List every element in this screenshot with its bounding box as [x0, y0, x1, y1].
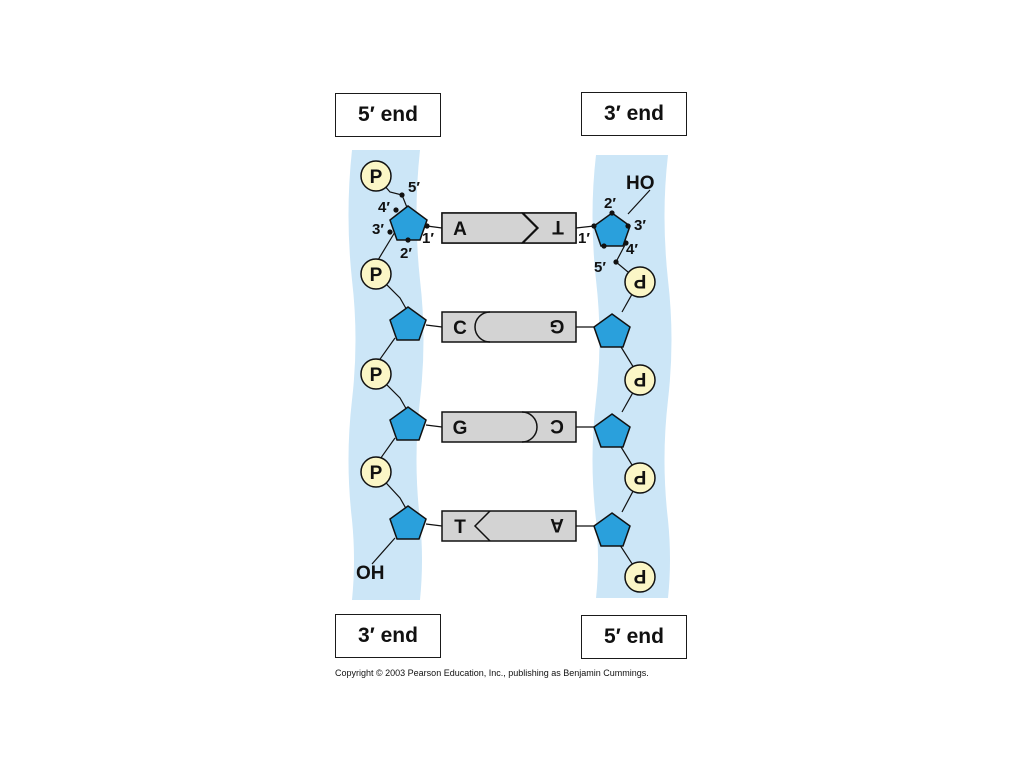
carbon-label-4: 4′	[378, 199, 390, 216]
base-letter-right: T	[552, 216, 564, 237]
carbon-label-3: 3′	[634, 217, 646, 234]
base-letter-left: T	[454, 517, 466, 538]
bottom-right-end-label: 5′ end	[581, 615, 687, 659]
phosphate-label: P	[633, 565, 646, 586]
base-letter-left: A	[453, 219, 467, 240]
base-letter-right: A	[550, 514, 564, 535]
bottom-left-end-label: 3′ end	[335, 614, 441, 658]
phosphate-label: P	[370, 265, 383, 286]
carbon-label-1: 1′	[422, 230, 434, 247]
base-letter-left: G	[453, 418, 468, 439]
base-pair-2: C G	[442, 312, 576, 342]
carbon-label-4: 4′	[626, 241, 638, 258]
carbon-label-3: 3′	[372, 221, 384, 238]
carbon-label-2: 2′	[400, 245, 412, 262]
phosphate-label: P	[370, 167, 383, 188]
phosphate-label: P	[633, 270, 646, 291]
base-pair-4: T A	[442, 511, 576, 541]
copyright-notice: Copyright © 2003 Pearson Education, Inc.…	[335, 668, 649, 678]
base-letter-right: G	[550, 315, 565, 336]
top-right-end-label: 3′ end	[581, 92, 687, 136]
carbon-label-5: 5′	[408, 179, 420, 196]
hydroxyl-label: OH	[356, 563, 385, 584]
phosphate-label: P	[370, 463, 383, 484]
hydroxyl-label: HO	[626, 173, 655, 194]
phosphate-label: P	[633, 466, 646, 487]
carbon-label-2: 2′	[604, 195, 616, 212]
carbon-label-5: 5′	[594, 259, 606, 276]
carbon-label-1: 1′	[578, 230, 590, 247]
top-left-end-label: 5′ end	[335, 93, 441, 137]
phosphate-label: P	[633, 368, 646, 389]
base-letter-left: C	[453, 318, 467, 339]
base-pair-1: A T	[442, 213, 576, 243]
phosphate-label: P	[370, 365, 383, 386]
base-pair-3: G C	[442, 412, 576, 442]
base-letter-right: C	[550, 415, 564, 436]
